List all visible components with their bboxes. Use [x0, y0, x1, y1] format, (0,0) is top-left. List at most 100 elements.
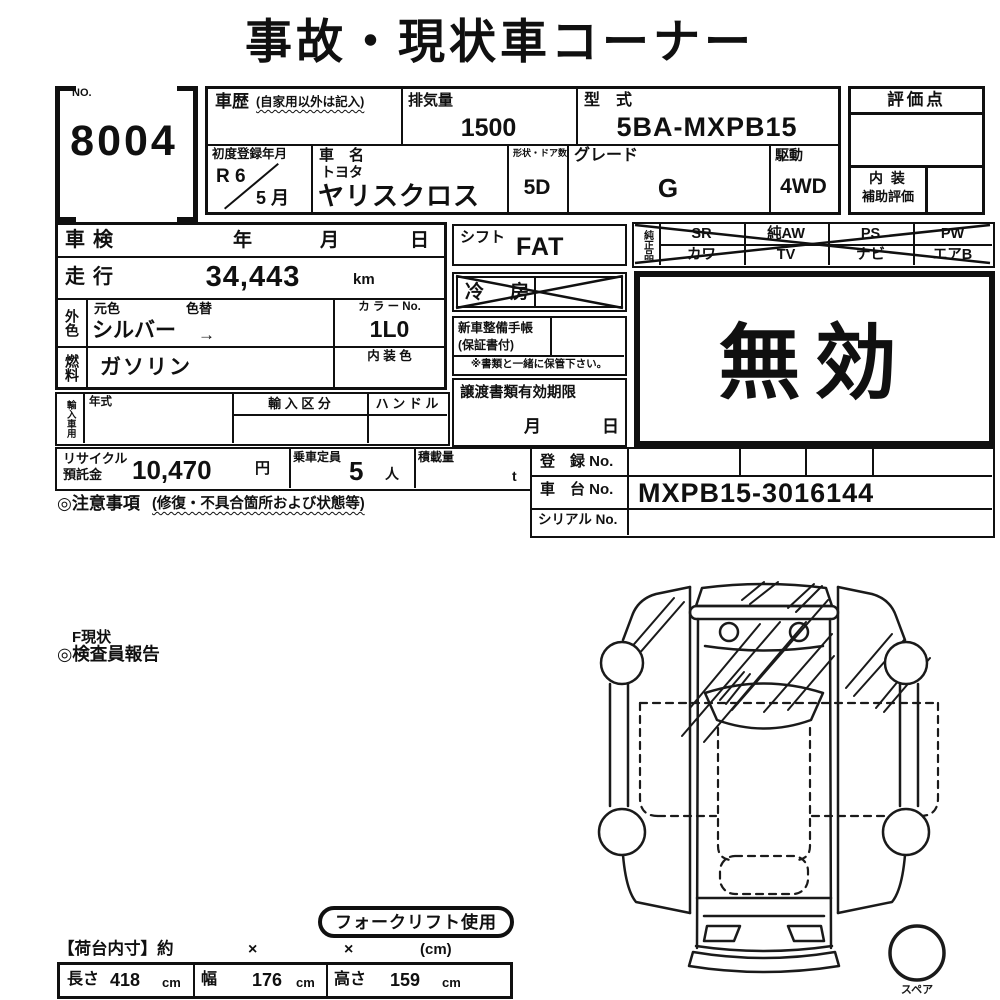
inspection-year-label: 年 — [233, 230, 253, 251]
aircon-label: 冷房 — [465, 282, 556, 303]
width-unit: cm — [296, 975, 315, 990]
body-doors-value: 5D — [523, 176, 551, 199]
grade-value: G — [657, 173, 679, 203]
notes-detail: (修復・不具合箇所および状態等) — [152, 496, 365, 512]
serial-no-label: シリアル No. — [538, 512, 618, 527]
equip-power-steering: PS — [860, 225, 881, 242]
equip-sunroof: SR — [691, 225, 712, 242]
equip-power-windows: PW — [940, 225, 965, 242]
original-color-label: 元色 — [94, 301, 121, 316]
service-book-sublabel: (保証書付) — [458, 338, 514, 352]
length-label: 長さ — [67, 971, 100, 988]
equip-navi: ナビ — [856, 246, 885, 263]
height-label: 高さ — [334, 971, 367, 988]
bed-dims-x2: × — [344, 941, 354, 958]
import-car-table: 輸入車用 年式 輸 入 区 分 ハ ン ド ル — [55, 392, 450, 446]
transfer-deadline-label: 譲渡書類有効期限 — [460, 385, 576, 401]
bed-dims-x1: × — [248, 941, 258, 958]
bed-dimensions-table: 長さ 418 cm 幅 176 cm 高さ 159 cm — [57, 962, 513, 999]
interior-color-label: 内 装 色 — [367, 349, 412, 363]
bracket-left — [55, 86, 76, 222]
mileage-label: 走行 — [65, 266, 121, 288]
capacity-unit: 人 — [385, 466, 399, 482]
fuel-label: 燃料 — [64, 353, 80, 382]
interior-sub-label: 補助評価 — [861, 189, 914, 204]
current-condition-label: F現状 — [72, 629, 112, 646]
color-change-label: 色替 — [186, 301, 213, 316]
equip-leather: カワ — [687, 246, 716, 263]
capacity-label: 乗車定員 — [293, 450, 342, 464]
recycle-deposit-table: リサイクル 預託金 10,470 円 乗車定員 5 人 積載量 t — [55, 447, 532, 491]
model-code-label: 型 式 — [584, 92, 633, 109]
grade-label: グレード — [574, 147, 639, 164]
first-registration-era: R 6 — [216, 166, 246, 187]
forklift-badge: フォークリフト使用 — [318, 906, 514, 938]
shift-value: FAT — [516, 233, 565, 261]
capacity-value: 5 — [349, 456, 364, 486]
equip-airbag: エアB — [932, 246, 973, 263]
displacement-label: 排気量 — [408, 92, 454, 109]
import-class-label: 輸 入 区 分 — [268, 396, 331, 411]
equip-alloy-wheels: 純AW — [767, 225, 805, 242]
body-doors-label: 形状・ドア数 — [513, 148, 568, 158]
import-label: 輸入車用 — [64, 399, 76, 438]
recycle-label-2: 預託金 — [63, 467, 103, 482]
equip-tv: TV — [776, 246, 796, 263]
history-label: 車歴 — [215, 92, 249, 111]
transfer-day-label: 日 — [602, 417, 619, 436]
page-title: 事故・現状車コーナー — [245, 15, 755, 68]
maker-name: トヨタ — [321, 164, 363, 180]
chassis-no-value: MXPB15-3016144 — [638, 478, 875, 508]
recycle-value: 10,470 — [132, 455, 212, 485]
displacement-value: 1500 — [460, 114, 517, 142]
keep-with-documents-note: ※書類と一緒に保管下さい。 — [470, 358, 608, 370]
score-title: 評価点 — [887, 91, 946, 110]
load-label: 積載量 — [418, 450, 455, 464]
mileage-value: 34,443 — [205, 261, 301, 293]
length-value: 418 — [110, 970, 141, 990]
bed-dims-unit-note: (cm) — [420, 941, 452, 958]
exterior-color-value: シルバー — [92, 319, 176, 342]
car-name-value: ヤリスクロス — [318, 181, 481, 211]
shift-box: シフト FAT — [452, 224, 627, 266]
inspection-month-label: 月 — [320, 230, 340, 251]
service-book-label: 新車整備手帳 — [458, 321, 534, 335]
height-value: 159 — [390, 970, 421, 990]
height-unit: cm — [442, 975, 461, 990]
color-no-value: 1L0 — [369, 316, 410, 342]
notes-label: ◎注意事項 — [57, 494, 140, 513]
main-spec-table: 車検 年 月 日 走行 34,443 km 外色 元色 色替 シルバー → カ … — [55, 222, 447, 390]
exterior-color-label: 外色 — [64, 308, 80, 337]
aircon-box: 冷房 — [452, 272, 627, 312]
import-year-label: 年式 — [89, 396, 112, 408]
drive-value: 4WD — [780, 175, 827, 198]
recycle-unit: 円 — [255, 460, 271, 477]
load-unit: t — [512, 468, 517, 484]
color-no-label: カ ラ ー No. — [358, 301, 421, 313]
first-registration-month: 5 月 — [256, 188, 290, 208]
lot-number-value: 8004 — [70, 117, 178, 165]
color-change-arrow: → — [198, 325, 215, 344]
registration-table: 登 録 No. 車 台 No. MXPB15-3016144 シリアル No. — [530, 447, 995, 538]
first-registration-label: 初度登録年月 — [212, 147, 288, 161]
shift-label: シフト — [460, 229, 506, 246]
lot-number-label: NO. — [72, 87, 92, 99]
score-box: 評価点 内 装 補助評価 — [848, 86, 985, 215]
width-label: 幅 — [201, 971, 218, 988]
car-damage-diagram: スペア — [597, 581, 946, 996]
transfer-deadline-box: 譲渡書類有効期限 月 日 — [452, 378, 627, 447]
registration-no-label: 登 録 No. — [540, 453, 614, 470]
invalid-stamp-box: 無効 — [634, 271, 995, 447]
fuel-value: ガソリン — [100, 356, 192, 379]
spare-wheel-label: スペア — [901, 983, 933, 996]
car-name-label: 車 名 — [319, 147, 365, 164]
vehicle-header-table: 車歴 (自家用以外は記入) 排気量 1500 型 式 5BA-MXPB15 初度… — [205, 86, 841, 215]
genuine-parts-label: 純正品 — [641, 229, 653, 260]
chassis-no-label: 車 台 No. — [540, 481, 614, 498]
history-note: (自家用以外は記入) — [256, 95, 365, 109]
mileage-unit: km — [353, 271, 375, 288]
width-value: 176 — [252, 970, 283, 990]
transfer-month-label: 月 — [524, 417, 541, 436]
invalid-stamp-text: 無効 — [718, 317, 911, 409]
